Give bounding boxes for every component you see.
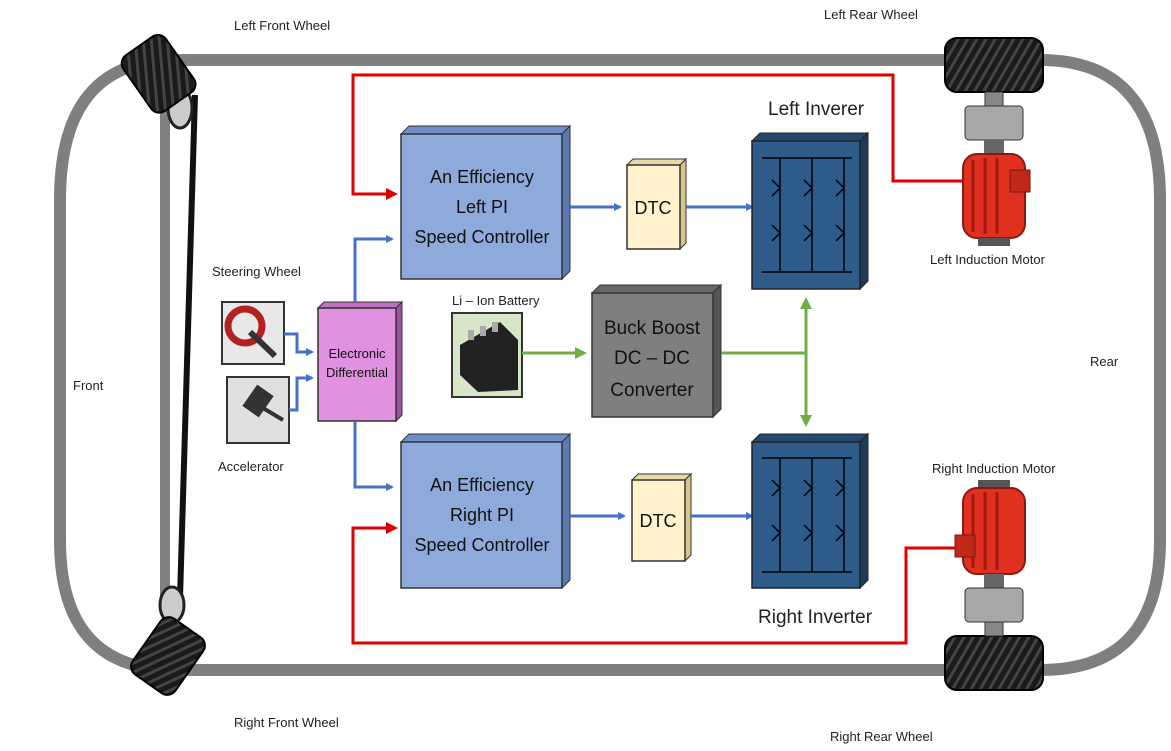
left-pi-line-3: Speed Controller (414, 227, 549, 247)
steering-wheel-label: Steering Wheel (212, 264, 301, 279)
right-inverter-block (750, 432, 870, 590)
steering-to-ed-arrow (284, 332, 314, 356)
right-pi-line-1: An Efficiency (430, 475, 534, 495)
right-inverter-label: Right Inverter (758, 607, 873, 628)
right-rear-coupling (964, 574, 1024, 637)
right-rear-wheel (944, 635, 1044, 691)
left-rear-wheel-label: Left Rear Wheel (824, 7, 918, 22)
left-pi-line-1: An Efficiency (430, 167, 534, 187)
left-induction-motor (962, 153, 1031, 246)
right-induction-motor (954, 480, 1026, 575)
left-speed-feedback-line (351, 73, 966, 200)
right-pi-line-3: Speed Controller (414, 535, 549, 555)
dtc-right-label: DTC (640, 511, 677, 531)
accelerator-image (226, 376, 290, 444)
steering-tie-rod (177, 94, 198, 599)
left-front-wheel (120, 33, 197, 114)
left-inverter-label: Left Inverer (768, 99, 865, 120)
battery-label: Li – Ion Battery (452, 293, 540, 308)
left-inverter-block (750, 131, 870, 291)
ed-to-left-pi-arrow (353, 235, 394, 302)
rear-label: Rear (1090, 354, 1119, 369)
front-label: Front (73, 378, 104, 393)
left-motor-label: Left Induction Motor (930, 252, 1046, 267)
right-speed-feedback-line (351, 522, 966, 645)
ed-line-1: Electronic (328, 346, 386, 361)
dtc-left-label: DTC (635, 198, 672, 218)
electronic-differential-block: Electronic Differential (316, 300, 404, 423)
dtc-left-block: DTC (625, 157, 688, 251)
right-front-wheel-label: Right Front Wheel (234, 715, 339, 730)
converter-line-3: Converter (610, 380, 694, 401)
dc-dc-converter-block: Buck Boost DC – DC Converter (590, 283, 723, 419)
right-rear-wheel-label: Right Rear Wheel (830, 729, 933, 744)
right-motor-label: Right Induction Motor (932, 461, 1056, 476)
accelerator-label: Accelerator (218, 459, 284, 474)
left-front-wheel-label: Left Front Wheel (234, 18, 330, 33)
ed-line-2: Differential (326, 365, 388, 380)
accelerator-to-ed-arrow (289, 374, 314, 412)
converter-line-1: Buck Boost (604, 318, 701, 339)
right-front-wheel (130, 616, 206, 696)
steering-wheel-image (221, 301, 285, 365)
li-ion-battery-image (451, 312, 523, 398)
left-rear-wheel (944, 37, 1044, 93)
ed-to-right-pi-arrow (353, 421, 394, 491)
right-pi-controller-block: An Efficiency Right PI Speed Controller (399, 432, 572, 590)
left-rear-coupling (964, 91, 1024, 154)
dtc-right-block: DTC (630, 472, 693, 563)
converter-line-2: DC – DC (614, 348, 690, 369)
left-pi-controller-block: An Efficiency Left PI Speed Controller (399, 124, 572, 281)
left-pi-line-2: Left PI (456, 197, 508, 217)
right-pi-line-2: Right PI (450, 505, 514, 525)
